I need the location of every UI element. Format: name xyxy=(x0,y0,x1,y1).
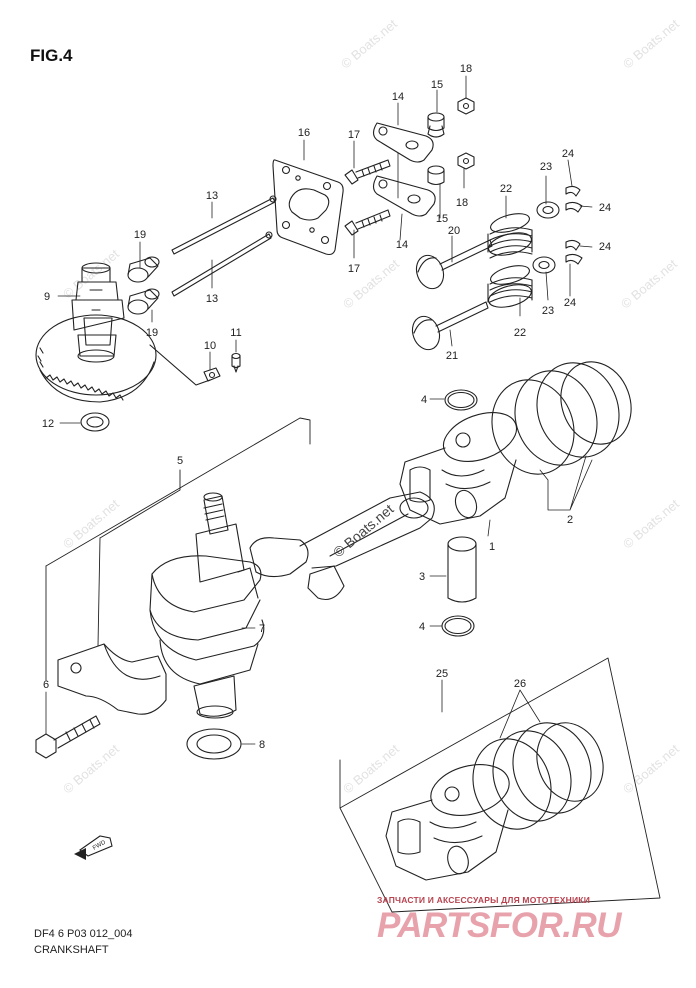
valve-cotter-2 xyxy=(565,201,583,213)
callout-24: 24 xyxy=(599,241,611,253)
bolt-part-11 xyxy=(231,352,241,373)
callout-19: 19 xyxy=(146,327,158,339)
tappet-lower xyxy=(127,288,160,315)
push-rod-lower xyxy=(171,231,273,297)
valve-spring-lower xyxy=(487,265,533,308)
crankshaft-part-7 xyxy=(149,492,265,719)
callout-17: 17 xyxy=(348,263,360,275)
rocker-arm-upper xyxy=(372,122,434,163)
group-outline-5 xyxy=(45,417,311,567)
oversize-piston-group xyxy=(339,657,661,913)
nut-upper xyxy=(457,97,475,115)
diagram-code: DF4 6 P03 012_004 xyxy=(34,928,133,940)
fwd-arrow-icon: FWD xyxy=(74,835,113,860)
callout-10: 10 xyxy=(204,340,216,352)
callout-4: 4 xyxy=(419,621,425,633)
nut-lower xyxy=(457,152,475,170)
connecting-rod xyxy=(249,491,435,601)
shop-logo-watermark: PARTSFOR.RU xyxy=(377,906,622,945)
callout-7: 7 xyxy=(259,623,265,635)
callout-13: 13 xyxy=(206,293,218,305)
connecting-rod-cap xyxy=(57,643,167,715)
callout-14: 14 xyxy=(396,239,408,251)
rocker-pivot-upper xyxy=(427,112,445,138)
figure-label: FIG.4 xyxy=(30,46,73,65)
callout-24: 24 xyxy=(564,297,576,309)
callout-23: 23 xyxy=(540,161,552,173)
callout-6: 6 xyxy=(43,679,49,691)
callout-1: 1 xyxy=(489,541,495,553)
push-rod-upper xyxy=(171,195,277,255)
callout-24: 24 xyxy=(562,148,574,160)
piston-rings-part-2 xyxy=(491,361,632,475)
oversize-piston-part-25 xyxy=(385,764,510,881)
camshaft-part-9 xyxy=(35,262,157,403)
diagram-name: CRANKSHAFT xyxy=(34,944,109,956)
thrust-washer-part-8 xyxy=(186,728,242,760)
callout-3: 3 xyxy=(419,571,425,583)
valve-spring-upper xyxy=(487,213,533,259)
callout-20: 20 xyxy=(448,225,460,237)
callout-15: 15 xyxy=(431,79,443,91)
callout-22: 22 xyxy=(514,327,526,339)
callout-8: 8 xyxy=(259,739,265,751)
callout-12: 12 xyxy=(42,418,54,430)
oversize-rings-part-26 xyxy=(472,722,604,830)
callout-18: 18 xyxy=(456,197,468,209)
circlip-lower xyxy=(441,615,475,637)
tappet-upper xyxy=(127,256,160,283)
rocker-pivot-lower xyxy=(427,165,445,186)
valve-cotter-3 xyxy=(565,239,581,251)
callout-2: 2 xyxy=(567,514,573,526)
callout-25: 25 xyxy=(436,668,448,680)
stud-upper xyxy=(344,159,391,185)
callout-5: 5 xyxy=(177,455,183,467)
callout-24: 24 xyxy=(599,202,611,214)
rocker-arm-lower xyxy=(372,175,436,217)
callout-17: 17 xyxy=(348,129,360,141)
callout-21: 21 xyxy=(446,350,458,362)
callout-15: 15 xyxy=(436,213,448,225)
spring-retainer-upper xyxy=(536,201,560,219)
callout-13: 13 xyxy=(206,190,218,202)
callout-19: 19 xyxy=(134,229,146,241)
callout-16: 16 xyxy=(298,127,310,139)
shop-tagline-watermark: ЗАПЧАСТИ И АКСЕССУАРЫ ДЛЯ МОТОТЕХНИКИ xyxy=(377,895,590,905)
washer-part-12 xyxy=(80,412,110,432)
spring-retainer-lower xyxy=(532,256,556,274)
callout-numbers: 14 15 18 16 17 13 19 18 15 14 17 20 13 1… xyxy=(42,63,611,751)
piston-part-1 xyxy=(399,412,518,525)
callout-22: 22 xyxy=(500,183,512,195)
stud-lower xyxy=(344,209,391,236)
callout-4: 4 xyxy=(421,394,427,406)
valve-cotter-1 xyxy=(565,185,581,197)
leader-lines xyxy=(45,75,593,745)
retainer-plate-part-10 xyxy=(203,367,221,382)
callout-18: 18 xyxy=(460,63,472,75)
callout-26: 26 xyxy=(514,678,526,690)
leader-line xyxy=(149,344,211,386)
callout-11: 11 xyxy=(230,327,241,339)
valve-lower xyxy=(411,301,489,351)
callout-14: 14 xyxy=(392,91,404,103)
piston-pin-part-3 xyxy=(447,536,477,603)
callout-9: 9 xyxy=(44,291,50,303)
gasket-part-16 xyxy=(272,159,344,256)
callout-23: 23 xyxy=(542,305,554,317)
valve-cotter-4 xyxy=(565,253,583,265)
circlip-upper xyxy=(444,389,478,411)
